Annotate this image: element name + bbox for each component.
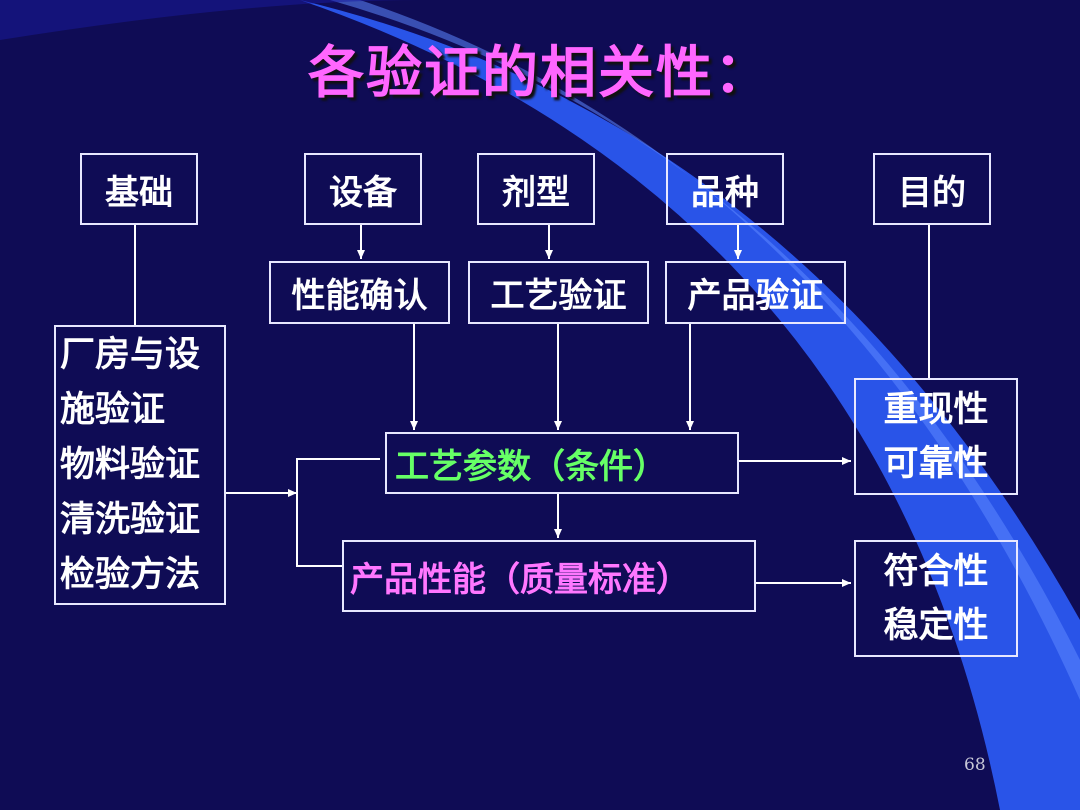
product-performance-box: 产品性能（质量标准） (342, 540, 756, 612)
basis-header-label: 基础 (105, 172, 173, 213)
reproducibility-box: 重现性 可靠性 (854, 378, 1018, 495)
conformity-box: 符合性 稳定性 (854, 540, 1018, 657)
basis-list-box: 厂房与设 施验证 物料验证 清洗验证 检验方法 (54, 325, 226, 605)
performance-qualification-label: 性能确认 (291, 276, 428, 316)
basis-item: 清洗验证 (60, 499, 201, 540)
dosage-form-header-label: 剂型 (502, 172, 570, 213)
product-validation-box: 产品验证 (665, 261, 846, 324)
slide-title: 各验证的相关性： (308, 41, 772, 106)
basis-item: 施验证 (60, 389, 166, 430)
process-validation-box: 工艺验证 (468, 261, 649, 324)
basis-item: 物料验证 (60, 444, 201, 485)
process-parameters-label: 工艺参数（条件） (395, 446, 667, 487)
dosage-form-header-box: 剂型 (477, 153, 595, 225)
equipment-header-box: 设备 (304, 153, 422, 225)
basis-header-box: 基础 (80, 153, 198, 225)
reliability-label: 可靠性 (883, 443, 989, 484)
bracket-line (296, 458, 380, 567)
reproducibility-label: 重现性 (883, 389, 989, 430)
performance-qualification-box: 性能确认 (269, 261, 450, 324)
goal-header-box: 目的 (873, 153, 991, 225)
product-validation-label: 产品验证 (687, 276, 824, 316)
product-performance-label: 产品性能（质量标准） (350, 559, 690, 600)
stability-label: 稳定性 (883, 605, 989, 646)
page-number: 68 (964, 755, 986, 775)
process-validation-label: 工艺验证 (490, 276, 627, 316)
basis-item: 厂房与设 (60, 334, 201, 375)
variety-header-box: 品种 (666, 153, 784, 225)
goal-header-label: 目的 (898, 172, 966, 213)
variety-header-label: 品种 (691, 172, 759, 213)
process-parameters-box: 工艺参数（条件） (385, 432, 739, 494)
basis-item: 检验方法 (60, 554, 201, 595)
equipment-header-label: 设备 (329, 172, 397, 213)
conformity-label: 符合性 (883, 551, 989, 592)
